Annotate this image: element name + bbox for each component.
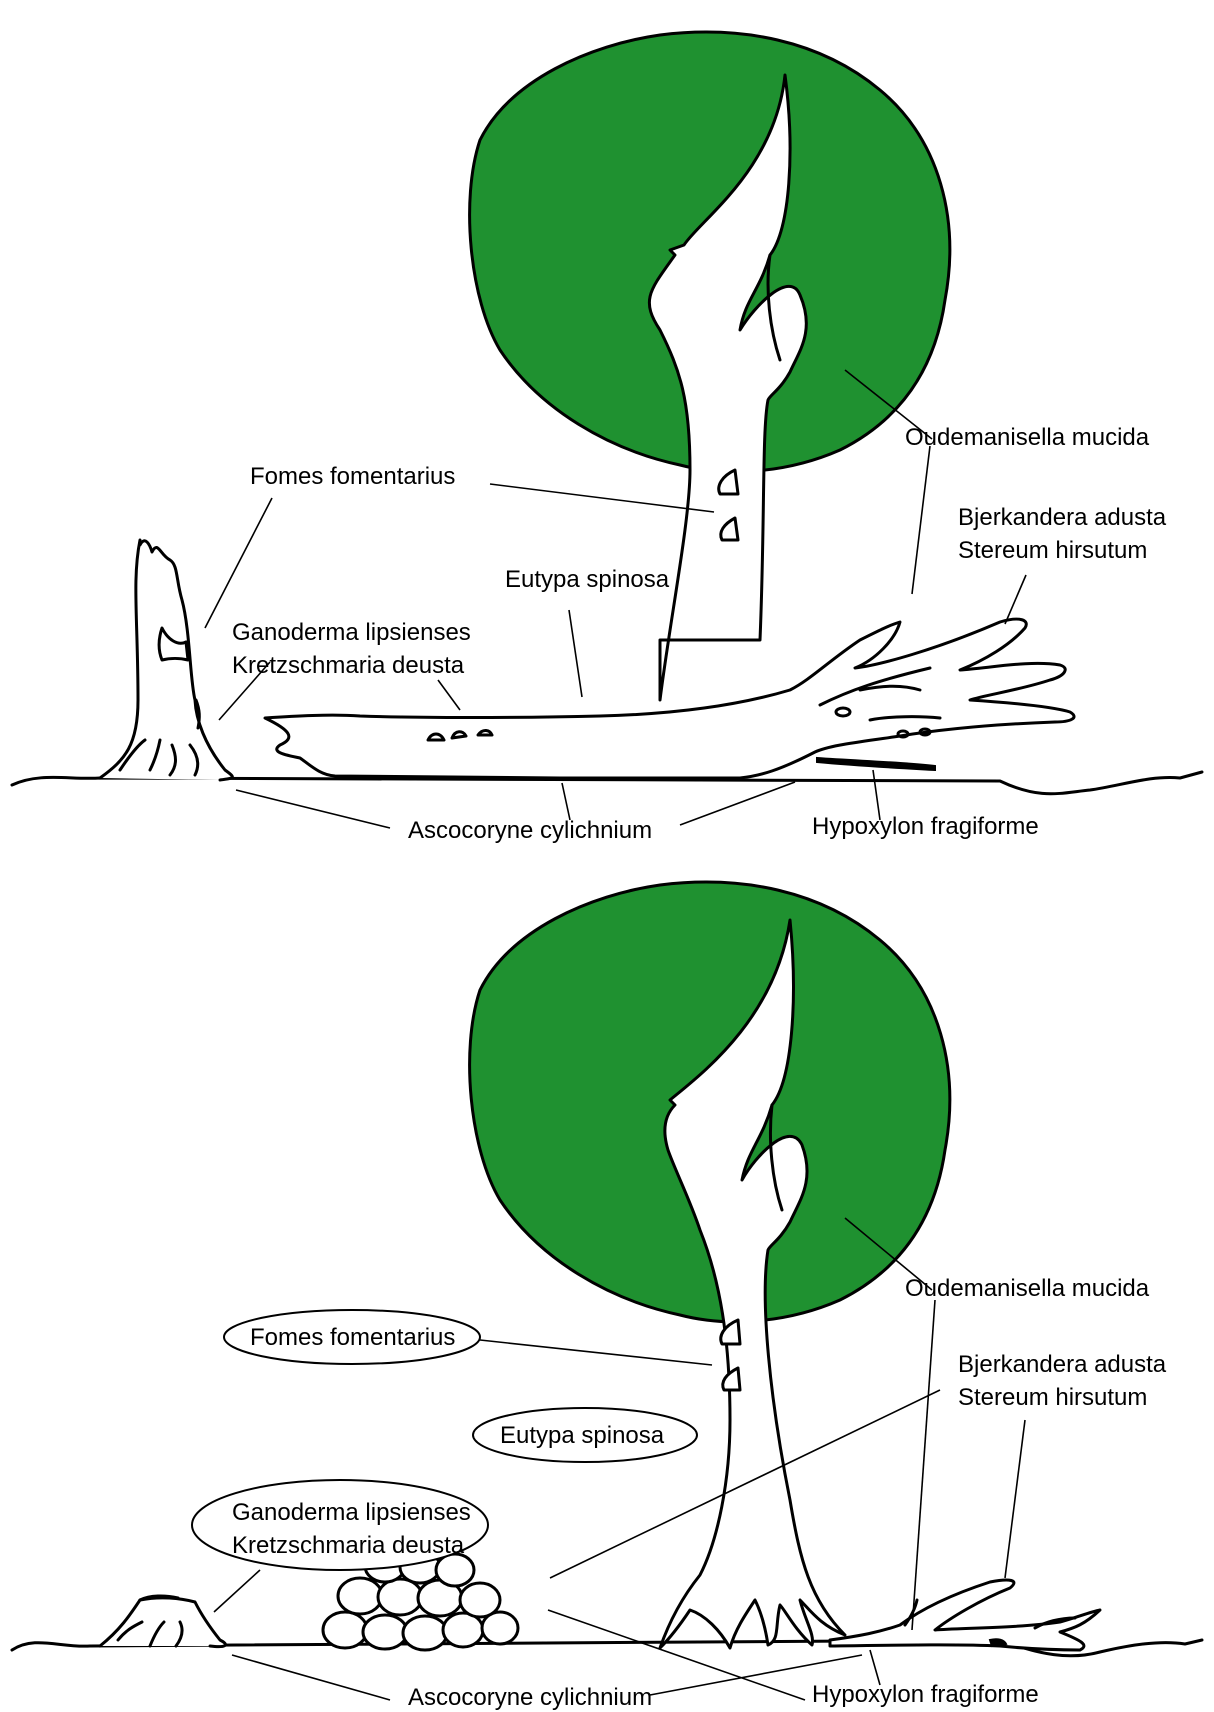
label-kretzschmaria-top: Kretzschmaria deusta [232,652,465,679]
label-bjerkandera-bottom: Bjerkandera adusta [958,1351,1167,1378]
label-ascocoryne-bottom: Ascocoryne cylichnium [408,1684,652,1711]
fallen-branch-bottom [830,1580,1100,1650]
label-oudemanisella-top: Oudemanisella mucida [905,424,1150,451]
label-ascocoryne-top: Ascocoryne cylichnium [408,817,652,844]
label-eutypa-top: Eutypa spinosa [505,566,670,593]
hypoxylon-crust-bottom [990,1639,1006,1646]
label-ganoderma-top: Ganoderma lipsienses [232,619,471,646]
hypoxylon-crust-top [817,758,935,770]
label-oudemanisella-bottom: Oudemanisella mucida [905,1275,1150,1302]
fomes-bracket-lower-bottom [723,1368,740,1390]
label-kretzschmaria-bottom: Kretzschmaria deusta [232,1532,465,1559]
label-fomes-bottom: Fomes fomentarius [250,1324,455,1351]
label-ganoderma-bottom: Ganoderma lipsienses [232,1499,471,1526]
label-stereum-top: Stereum hirsutum [958,537,1147,564]
label-stereum-bottom: Stereum hirsutum [958,1384,1147,1411]
label-fomes-top: Fomes fomentarius [250,463,455,490]
label-hypoxylon-bottom: Hypoxylon fragiforme [812,1681,1039,1708]
panel-top: Fomes fomentarius Oudemanisella mucida B… [12,32,1202,844]
label-bjerkandera-top: Bjerkandera adusta [958,504,1167,531]
label-eutypa-bottom: Eutypa spinosa [500,1422,665,1449]
panel-bottom: Fomes fomentarius Oudemanisella mucida B… [12,882,1202,1711]
label-hypoxylon-top: Hypoxylon fragiforme [812,813,1039,840]
